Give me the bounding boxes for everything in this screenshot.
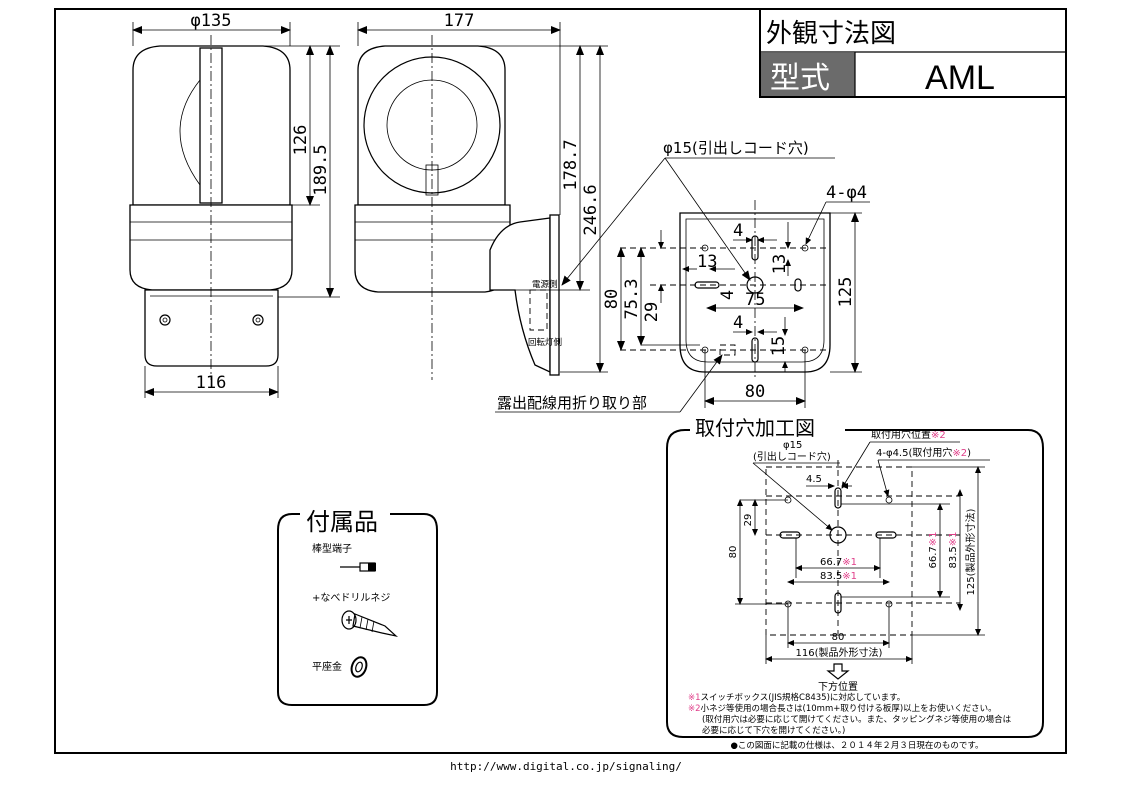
accessory-item-label: 棒型端子 xyxy=(312,542,352,555)
dim-80-h: 80 xyxy=(832,632,845,643)
accessory-item-label: 平座金 xyxy=(312,660,342,673)
accessories-title: 付属品 xyxy=(306,508,378,536)
label-lamp-side: 回転灯側 xyxy=(528,337,562,348)
plate-dim-4-mid: 4 xyxy=(718,290,738,300)
plate-view: φ15(引出しコード穴) 4-φ4 4 13 13 4 75 4 15 80 7… xyxy=(495,139,870,413)
plate-dim-75-3: 75.3 xyxy=(622,279,642,320)
plate-dim-4-bottom: 4 xyxy=(733,313,743,333)
dim-front-width-top: φ135 xyxy=(191,11,232,31)
plate-dim-13-v: 13 xyxy=(770,254,790,274)
direction-label: 下方位置 xyxy=(818,680,858,693)
svg-text:必要に応じて下穴を開けてください。): 必要に応じて下穴を開けてください。) xyxy=(702,725,845,736)
install-holes-title: 取付穴加工図 xyxy=(695,416,815,440)
model-name: AML xyxy=(925,59,995,97)
title-block: 外観寸法図 型式 AML xyxy=(759,8,1067,98)
hole-position-label: 取付用穴位置※2 xyxy=(871,428,946,441)
dim-66-7-h: 66.7※1 xyxy=(820,557,857,568)
dim-116: 116(製品外形寸法) xyxy=(796,646,883,659)
plate-dim-29: 29 xyxy=(642,302,662,322)
url-text[interactable]: http://www.digital.co.jp/signaling/ xyxy=(450,760,682,773)
svg-text:※1スイッチボックス(JIS規格C8435)に対応しています: ※1スイッチボックス(JIS規格C8435)に対応しています。 xyxy=(688,692,905,703)
plate-holes-label: 4-φ4 xyxy=(826,183,867,203)
accessory-item-label: +なべドリルネジ xyxy=(312,592,390,604)
dim-29: 29 xyxy=(743,514,754,527)
dim-83-5-h: 83.5※1 xyxy=(820,571,857,582)
plate-dim-75: 75 xyxy=(745,290,765,310)
cord-hole-label: (引出しコード穴) xyxy=(753,450,831,463)
dim-4-5: 4.5 xyxy=(806,474,822,485)
install-holes-panel: 取付穴加工図 φ15 (引出しコード穴) 取付用穴位置※2 4-φ4.5(取付用… xyxy=(666,416,1044,738)
dim-side-height-1: 178.7 xyxy=(561,139,581,190)
hole-dia-label: φ15 xyxy=(783,440,802,451)
notes: ※1スイッチボックス(JIS規格C8435)に対応しています。 ※2小ネジ等使用… xyxy=(688,692,1012,736)
plate-dim-15: 15 xyxy=(769,336,789,356)
drill-screw-icon xyxy=(341,610,399,638)
front-view: φ135 126 189.5 116 xyxy=(129,11,340,398)
dim-front-total-height: 189.5 xyxy=(311,144,331,195)
label-power-side: 電源側 xyxy=(532,279,558,290)
flat-washer-icon xyxy=(350,656,368,678)
dim-83-5-v: 83.5※1 xyxy=(948,531,959,568)
dim-front-width-bottom: 116 xyxy=(196,373,227,393)
plate-cord-hole-label: φ15(引出しコード穴) xyxy=(663,139,809,157)
down-arrow-icon xyxy=(826,663,850,680)
side-view: 電源側 回転灯側 177 178.7 246.6 xyxy=(354,11,608,380)
dim-66-7-v: 66.7※1 xyxy=(928,531,939,568)
plate-dim-125: 125 xyxy=(836,277,856,308)
drawing-title: 外観寸法図 xyxy=(766,19,896,49)
dim-front-dome-height: 126 xyxy=(291,125,311,156)
plate-dim-80-h: 80 xyxy=(745,382,765,402)
plate-dim-4-top: 4 xyxy=(733,221,743,241)
dim-side-height-2: 246.6 xyxy=(581,184,601,235)
svg-text:※2小ネジ等使用の場合長さは(10mm+取り付ける板厚)以上: ※2小ネジ等使用の場合長さは(10mm+取り付ける板厚)以上をお使いください。 xyxy=(688,703,997,714)
dim-side-depth: 177 xyxy=(444,11,475,31)
dim-125: 125(製品外形寸法) xyxy=(964,508,977,595)
plate-dim-80-v: 80 xyxy=(602,289,622,309)
dim-80-v: 80 xyxy=(728,546,739,559)
svg-text:(取付用穴は必要に応じて開けてください。また、タッピングネジ: (取付用穴は必要に応じて開けてください。また、タッピングネジ等使用の場合は xyxy=(702,714,1012,725)
mount-holes-label: 4-φ4.5(取付用穴※2) xyxy=(876,446,971,459)
knockout-label: 露出配線用折り取り部 xyxy=(497,394,647,412)
drawing-frame xyxy=(54,8,1067,754)
model-label: 型式 xyxy=(770,61,830,96)
rod-terminal-icon xyxy=(340,562,376,572)
footer-note: ●この図面に記載の仕様は、２０１４年２月３日現在のものです。 xyxy=(730,740,983,751)
accessories-panel: 付属品 棒型端子 +なべドリルネジ 平座金 xyxy=(277,508,438,706)
